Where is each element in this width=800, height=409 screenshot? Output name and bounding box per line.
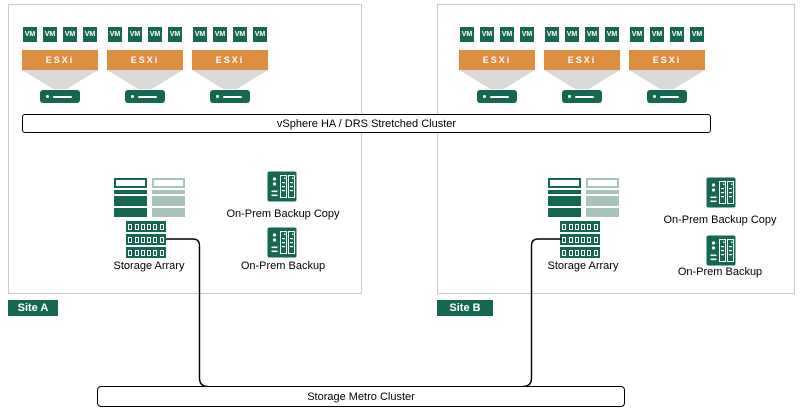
vm-box: VM bbox=[253, 27, 267, 42]
server-icon bbox=[40, 90, 80, 103]
funnel-shape bbox=[629, 70, 705, 89]
storage-bar bbox=[586, 190, 619, 194]
funnel-shape bbox=[107, 70, 183, 89]
disk-shelf bbox=[560, 221, 600, 232]
vm-box: VM bbox=[108, 27, 122, 42]
vm-box: VM bbox=[585, 27, 599, 42]
storage-array-label: Storage Arrary bbox=[113, 260, 185, 272]
storage-bar bbox=[548, 208, 581, 217]
vm-box: VM bbox=[23, 27, 37, 42]
backup-server-icon bbox=[267, 227, 297, 258]
vm-box: VM bbox=[193, 27, 207, 42]
backup-server-icon bbox=[706, 235, 736, 266]
vm-box: VM bbox=[545, 27, 559, 42]
funnel-shape bbox=[192, 70, 268, 89]
storage-bar bbox=[152, 196, 185, 206]
storage-bar bbox=[114, 190, 147, 194]
esxi-host-group: VM VM VM VM ESXi bbox=[629, 27, 705, 104]
disk-shelf bbox=[126, 247, 166, 258]
esxi-bar: ESXi bbox=[629, 50, 705, 70]
server-icon bbox=[647, 90, 687, 103]
vm-box: VM bbox=[690, 27, 704, 42]
storage-bar bbox=[548, 190, 581, 194]
vm-box: VM bbox=[43, 27, 57, 42]
vm-box: VM bbox=[605, 27, 619, 42]
storage-bar bbox=[152, 208, 185, 217]
storage-bar bbox=[114, 196, 147, 206]
server-icon bbox=[210, 90, 250, 103]
vm-box: VM bbox=[565, 27, 579, 42]
storage-metro-cluster-label-box: Storage Metro Cluster bbox=[97, 386, 625, 407]
vm-box: VM bbox=[460, 27, 474, 42]
vsphere-cluster-label-box: vSphere HA / DRS Stretched Cluster bbox=[22, 114, 711, 133]
vm-box: VM bbox=[480, 27, 494, 42]
site-a-badge: Site A bbox=[8, 300, 58, 316]
vm-box: VM bbox=[650, 27, 664, 42]
esxi-host-group: VM VM VM VM ESXi bbox=[459, 27, 535, 104]
esxi-bar: ESXi bbox=[22, 50, 98, 70]
server-icon bbox=[562, 90, 602, 103]
storage-bar bbox=[548, 196, 581, 206]
storage-bar bbox=[586, 208, 619, 217]
esxi-host-group: VM VM VM VM ESXi bbox=[544, 27, 620, 104]
storage-bar bbox=[152, 190, 185, 194]
backup-label: On-Prem Backup bbox=[677, 266, 763, 278]
vm-box: VM bbox=[630, 27, 644, 42]
vm-box: VM bbox=[670, 27, 684, 42]
site-b-badge: Site B bbox=[437, 300, 493, 316]
vm-box: VM bbox=[148, 27, 162, 42]
storage-bar bbox=[152, 178, 185, 188]
esxi-host-group: VM VM VM VM ESXi bbox=[107, 27, 183, 104]
esxi-bar: ESXi bbox=[107, 50, 183, 70]
backup-server-icon bbox=[267, 171, 297, 202]
disk-shelf bbox=[126, 234, 166, 245]
vm-box: VM bbox=[233, 27, 247, 42]
backup-copy-label: On-Prem Backup Copy bbox=[663, 214, 777, 226]
esxi-host-group: VM VM VM VM ESXi bbox=[192, 27, 268, 104]
storage-array-label: Storage Arrary bbox=[547, 260, 619, 272]
storage-array: Storage Arrary bbox=[114, 178, 185, 278]
storage-bar bbox=[114, 208, 147, 217]
funnel-shape bbox=[459, 70, 535, 89]
storage-array: Storage Arrary bbox=[548, 178, 619, 278]
vm-box: VM bbox=[520, 27, 534, 42]
vm-box: VM bbox=[500, 27, 514, 42]
esxi-bar: ESXi bbox=[544, 50, 620, 70]
server-icon bbox=[125, 90, 165, 103]
disk-shelf bbox=[126, 221, 166, 232]
disk-shelf bbox=[560, 247, 600, 258]
vm-box: VM bbox=[168, 27, 182, 42]
backup-label: On-Prem Backup bbox=[240, 260, 326, 272]
backup-copy-label: On-Prem Backup Copy bbox=[226, 208, 340, 220]
backup-server-icon bbox=[706, 177, 736, 208]
esxi-host-group: VM VM VM VM ESXi bbox=[22, 27, 98, 104]
storage-bar bbox=[586, 196, 619, 206]
vm-box: VM bbox=[128, 27, 142, 42]
vm-box: VM bbox=[213, 27, 227, 42]
vm-box: VM bbox=[83, 27, 97, 42]
disk-shelf bbox=[560, 234, 600, 245]
esxi-bar: ESXi bbox=[459, 50, 535, 70]
funnel-shape bbox=[22, 70, 98, 89]
vm-box: VM bbox=[63, 27, 77, 42]
funnel-shape bbox=[544, 70, 620, 89]
storage-bar bbox=[548, 178, 581, 188]
server-icon bbox=[477, 90, 517, 103]
esxi-bar: ESXi bbox=[192, 50, 268, 70]
storage-bar bbox=[114, 178, 147, 188]
storage-bar bbox=[586, 178, 619, 188]
